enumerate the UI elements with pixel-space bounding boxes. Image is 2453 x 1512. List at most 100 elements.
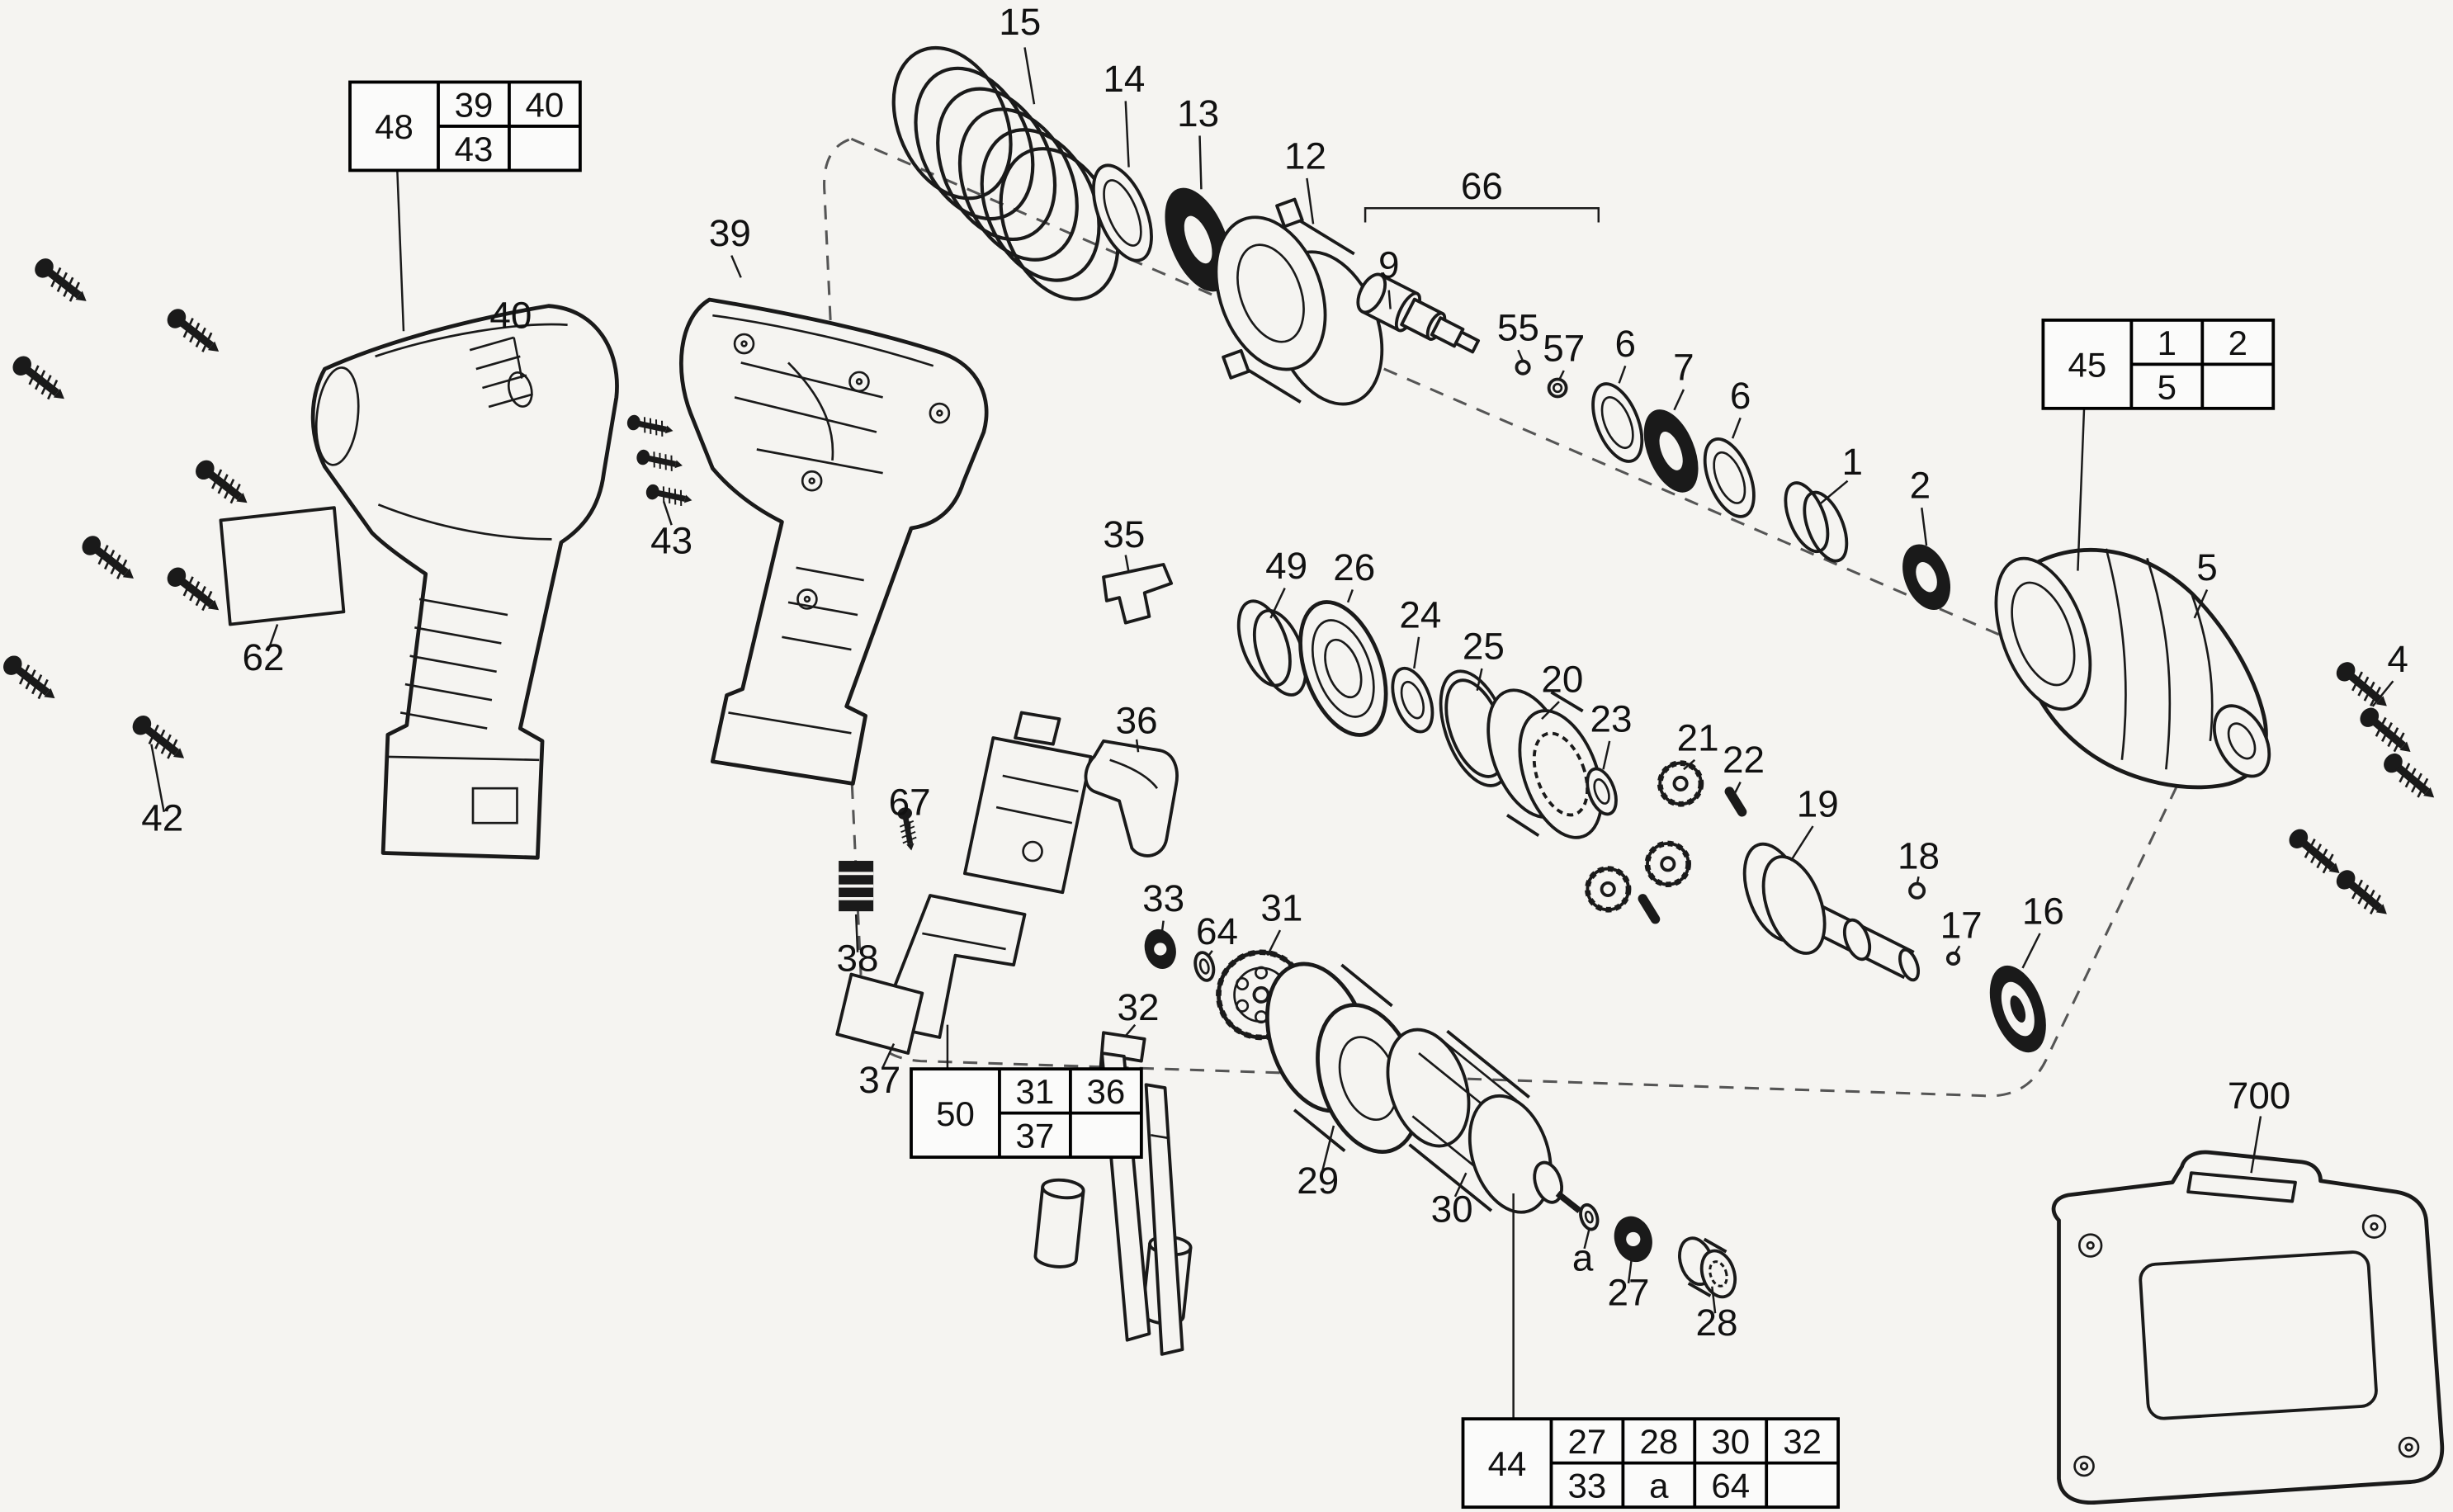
part-label-6a: 6 bbox=[1614, 323, 1635, 365]
table-44-r1c3: 30 bbox=[1711, 1422, 1750, 1461]
front-housing-5-drawing bbox=[1994, 548, 2271, 790]
part-label-49: 49 bbox=[1265, 545, 1307, 587]
part-label-25: 25 bbox=[1463, 626, 1505, 668]
table-45-r2c1: 5 bbox=[2158, 367, 2177, 406]
ref-table-50: 50 31 36 37 bbox=[910, 1067, 1143, 1160]
part-label-2: 2 bbox=[1910, 465, 1931, 507]
ball-bearing-26-drawing bbox=[1298, 600, 1388, 737]
carrying-case-700-drawing bbox=[2051, 1150, 2445, 1505]
table-44-r2c1: 33 bbox=[1568, 1467, 1607, 1505]
spring-block-38-drawing bbox=[839, 861, 874, 912]
table-44-r2c3: 64 bbox=[1711, 1467, 1750, 1505]
washer-6-rear-drawing bbox=[1591, 382, 1644, 463]
ball-55-drawing bbox=[1515, 359, 1531, 376]
part-label-18: 18 bbox=[1898, 835, 1940, 877]
washer-16-drawing bbox=[1989, 965, 2046, 1053]
table-48-r1c2: 40 bbox=[526, 85, 565, 124]
ball-18-drawing bbox=[1908, 881, 1926, 900]
table-44-key: 44 bbox=[1488, 1444, 1527, 1483]
table-50-r1c1: 31 bbox=[1016, 1072, 1055, 1111]
ref-table-44: 44 27 28 30 32 33 a 64 bbox=[1461, 1417, 1840, 1510]
ring-57-drawing bbox=[1547, 377, 1568, 399]
table-50-r1c2: 36 bbox=[1087, 1072, 1126, 1111]
part-label-32: 32 bbox=[1118, 986, 1160, 1028]
screws-4-drawing bbox=[2285, 659, 2441, 923]
part-label-62: 62 bbox=[242, 636, 284, 678]
bearing-27-drawing bbox=[1614, 1216, 1652, 1263]
part-label-a: a bbox=[1572, 1237, 1594, 1279]
part-label-64: 64 bbox=[1196, 910, 1238, 952]
table-44-r1c2: 28 bbox=[1639, 1422, 1678, 1461]
part-labels: 15 14 13 12 66 9 55 57 6 7 6 1 2 5 4 39 … bbox=[141, 1, 2408, 1344]
housing-half-left-drawing bbox=[310, 304, 619, 860]
part-label-14: 14 bbox=[1103, 58, 1145, 100]
part-label-1: 1 bbox=[1842, 441, 1864, 483]
table-48-r1c1: 39 bbox=[455, 85, 494, 124]
spindle-9-drawing bbox=[1356, 272, 1481, 354]
part-label-27: 27 bbox=[1608, 1272, 1650, 1314]
pinion-28-drawing bbox=[1678, 1236, 1737, 1299]
part-label-5: 5 bbox=[2196, 546, 2217, 588]
part-label-20: 20 bbox=[1541, 659, 1583, 701]
table-45-key: 45 bbox=[2068, 346, 2107, 385]
washer-24-drawing bbox=[1391, 666, 1434, 734]
part-label-57: 57 bbox=[1543, 328, 1585, 370]
washer-7-drawing bbox=[1643, 409, 1699, 493]
part-label-15: 15 bbox=[999, 1, 1041, 43]
part-label-19: 19 bbox=[1797, 783, 1839, 825]
washer-14-drawing bbox=[1091, 163, 1153, 262]
part-label-16: 16 bbox=[2022, 890, 2064, 932]
gear-carrier-19-drawing bbox=[1742, 842, 1921, 982]
part-label-21: 21 bbox=[1677, 716, 1719, 758]
part-label-43: 43 bbox=[650, 520, 692, 562]
table-48-r2c1: 43 bbox=[455, 130, 494, 168]
rings-1-drawing bbox=[1784, 481, 1849, 563]
part-label-40: 40 bbox=[489, 294, 532, 336]
part-label-7: 7 bbox=[1673, 346, 1694, 388]
table-44-r1c1: 27 bbox=[1568, 1422, 1607, 1461]
part-label-67: 67 bbox=[889, 782, 931, 824]
table-44-r2c2: a bbox=[1649, 1467, 1669, 1505]
part-label-38: 38 bbox=[837, 938, 879, 980]
part-label-55: 55 bbox=[1497, 307, 1539, 349]
table-50-r2c1: 37 bbox=[1016, 1117, 1055, 1155]
housing-half-right-drawing bbox=[678, 297, 989, 786]
switch-block-drawing bbox=[963, 711, 1093, 895]
table-50-key: 50 bbox=[936, 1094, 975, 1133]
part-label-13: 13 bbox=[1177, 92, 1219, 135]
part-label-37: 37 bbox=[858, 1059, 900, 1101]
group-bracket-66 bbox=[1364, 207, 1600, 223]
part-40-detail-oval bbox=[507, 371, 533, 408]
part-label-26: 26 bbox=[1333, 546, 1375, 588]
part-label-36: 36 bbox=[1116, 699, 1158, 741]
rotor-30-drawing bbox=[1386, 1028, 1582, 1214]
table-45-r1c1: 1 bbox=[2158, 324, 2177, 362]
ref-table-45: 45 1 2 5 bbox=[2041, 318, 2276, 410]
part-label-35: 35 bbox=[1103, 513, 1145, 555]
handle-bracket-37-drawing bbox=[835, 894, 1027, 1055]
table-48-key: 48 bbox=[375, 107, 414, 146]
nameplate-62-drawing bbox=[219, 506, 346, 626]
washer-13-drawing bbox=[1165, 187, 1231, 292]
part-label-28: 28 bbox=[1696, 1302, 1738, 1344]
washer-6-front-drawing bbox=[1703, 437, 1756, 518]
assembly-boundary-dashed-outline bbox=[823, 137, 2185, 1098]
part-label-39: 39 bbox=[709, 212, 751, 254]
screws-43-drawing bbox=[626, 413, 693, 508]
case-handle bbox=[2186, 1171, 2297, 1203]
washer-a-drawing bbox=[1579, 1203, 1600, 1231]
ref-table-48: 48 39 40 43 bbox=[348, 80, 582, 172]
screws-42-drawing bbox=[0, 255, 253, 767]
part-label-4: 4 bbox=[2387, 638, 2408, 680]
lock-plate-35-drawing bbox=[1102, 563, 1174, 625]
part-label-700: 700 bbox=[2228, 1075, 2290, 1117]
part-label-33: 33 bbox=[1142, 877, 1184, 919]
bearing-2-drawing bbox=[1902, 544, 1950, 610]
washer-23-drawing bbox=[1586, 767, 1618, 816]
part-label-31: 31 bbox=[1260, 887, 1302, 929]
part-label-22: 22 bbox=[1723, 739, 1765, 781]
part-label-17: 17 bbox=[1940, 905, 1983, 947]
washer-64-drawing bbox=[1193, 951, 1216, 982]
trigger-36-drawing bbox=[1084, 739, 1179, 858]
